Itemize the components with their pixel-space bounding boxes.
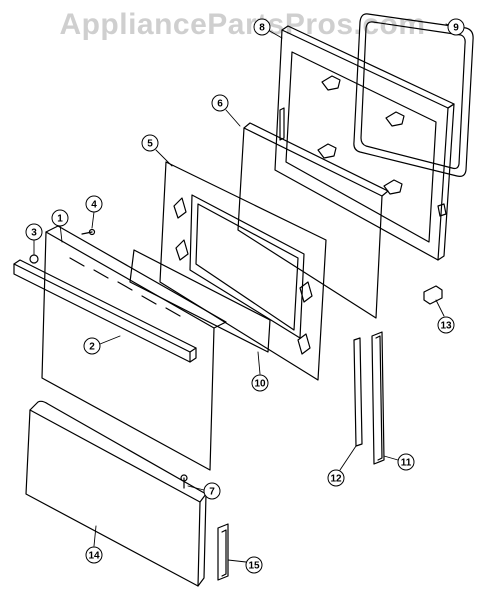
part-2-door-handle bbox=[14, 260, 196, 362]
callout-6: 6 bbox=[212, 95, 228, 111]
callout-1: 1 bbox=[52, 210, 68, 226]
part-8-inner-door-panel bbox=[275, 26, 454, 260]
part-15-clip bbox=[218, 524, 228, 580]
callout-8: 8 bbox=[254, 19, 270, 35]
part-3-end-cap bbox=[30, 255, 38, 263]
callout-12-number: 12 bbox=[330, 474, 342, 485]
callout-15-number: 15 bbox=[248, 561, 260, 572]
callout-4-number: 4 bbox=[91, 200, 97, 211]
callout-7-number: 7 bbox=[209, 487, 215, 498]
callout-2: 2 bbox=[84, 338, 100, 354]
callout-8-number: 8 bbox=[259, 23, 265, 34]
part-11-side-trim-channel bbox=[372, 332, 384, 464]
callout-5: 5 bbox=[142, 135, 158, 151]
callout-4: 4 bbox=[86, 196, 102, 212]
part-12-side-trim bbox=[354, 338, 362, 446]
callout-9: 9 bbox=[448, 19, 464, 35]
part-13-bracket bbox=[424, 286, 442, 304]
part-4-screw bbox=[82, 230, 95, 235]
callout-5-number: 5 bbox=[147, 139, 153, 150]
callout-10-number: 10 bbox=[254, 379, 266, 390]
callout-15: 15 bbox=[246, 557, 262, 573]
part-9-door-gasket bbox=[354, 14, 473, 177]
callout-14-number: 14 bbox=[88, 551, 100, 562]
callout-11: 11 bbox=[398, 454, 414, 470]
part-6-insulation-panel bbox=[238, 123, 388, 318]
callout-1-number: 1 bbox=[57, 214, 63, 225]
callout-9-number: 9 bbox=[453, 23, 459, 34]
leader-lines bbox=[34, 24, 462, 562]
part-10-window-glass bbox=[130, 250, 270, 352]
callout-13-number: 13 bbox=[440, 321, 452, 332]
part-5-door-liner bbox=[160, 162, 326, 380]
callout-3: 3 bbox=[26, 224, 42, 240]
callout-11-number: 11 bbox=[401, 458, 412, 469]
callout-14: 14 bbox=[86, 547, 102, 563]
callout-7: 7 bbox=[204, 483, 220, 499]
callout-3-number: 3 bbox=[31, 228, 37, 239]
part-1-outer-door-panel bbox=[42, 226, 226, 470]
callout-13: 13 bbox=[438, 317, 454, 333]
callout-10: 10 bbox=[252, 375, 268, 391]
callout-12: 12 bbox=[328, 470, 344, 486]
callout-6-number: 6 bbox=[217, 99, 223, 110]
callout-2-number: 2 bbox=[89, 342, 95, 353]
part-14-kick-panel bbox=[26, 401, 206, 586]
